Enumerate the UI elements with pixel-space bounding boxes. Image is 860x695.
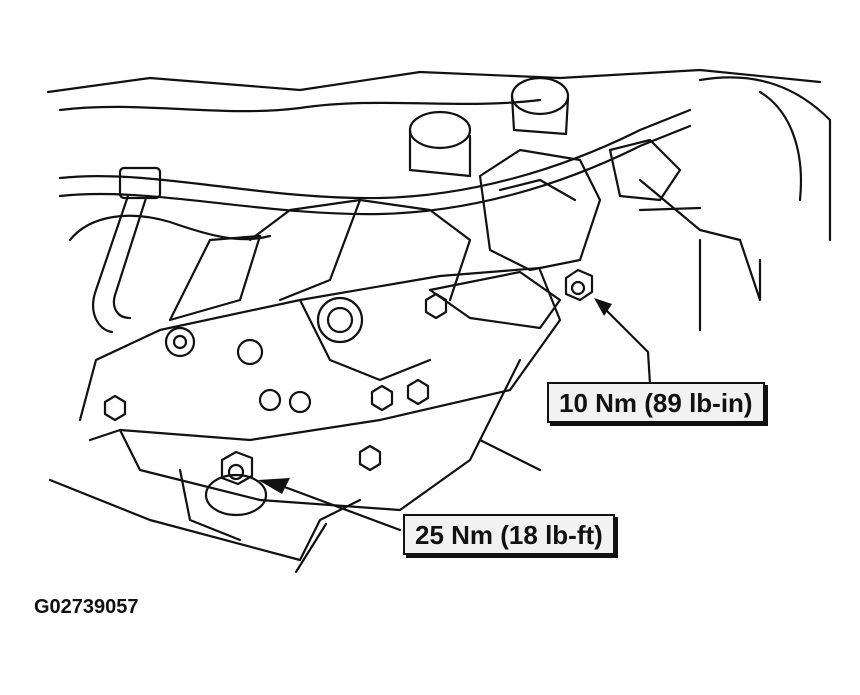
torque-callout-lower: 25 Nm (18 lb-ft) [403,514,615,555]
figure-id-label: G02739057 [34,596,139,618]
torque-callout-upper: 10 Nm (89 lb-in) [547,382,765,423]
